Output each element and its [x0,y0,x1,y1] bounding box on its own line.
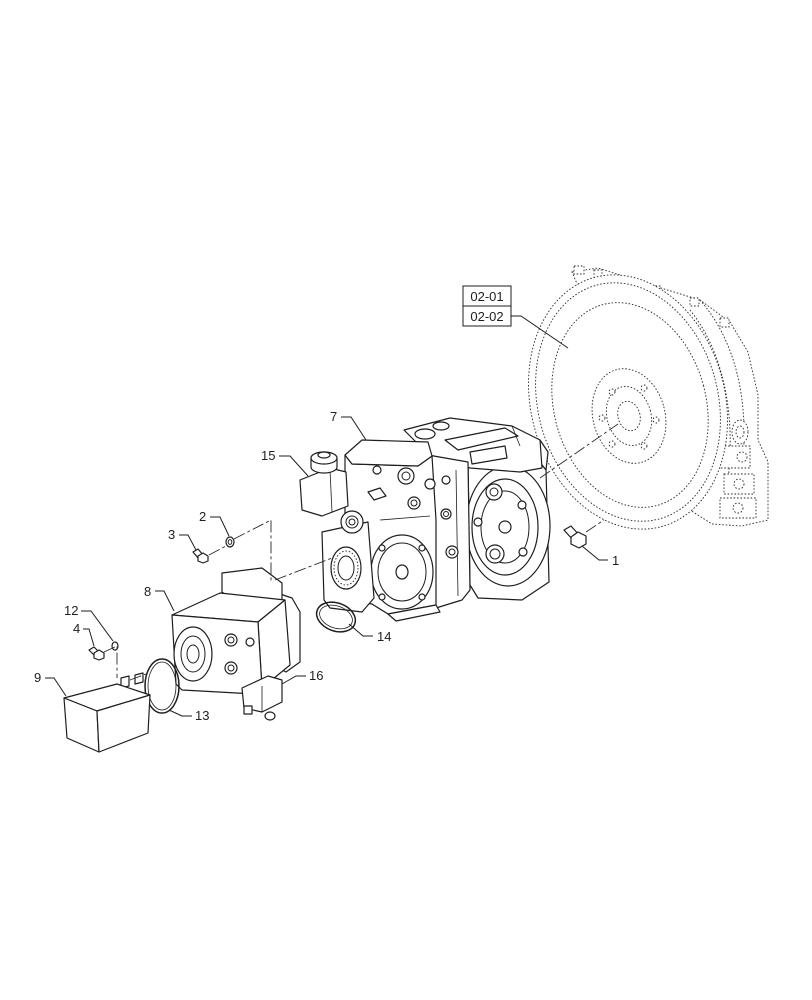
callout-label-8[interactable]: 8 [144,584,151,599]
flywheel-housing [528,265,769,530]
reference-link-top[interactable]: 02-01 [462,285,512,307]
callout-leader-4 [83,628,95,647]
callout-label-3[interactable]: 3 [168,527,175,542]
flywheel-disc [528,274,728,530]
reference-leader [511,315,569,349]
right-pump-end-cover [471,478,539,576]
callout-label-9[interactable]: 9 [34,670,41,685]
callout-leader-1 [581,545,608,561]
callout-label-14[interactable]: 14 [377,629,391,644]
left-pump-end-cover [370,534,434,610]
callout-leader-3 [179,534,197,551]
bolt-item-4 [88,646,105,661]
hydraulic-pump-assembly [321,417,551,622]
callout-leader-15 [279,455,309,477]
callout-leader-14 [348,623,373,637]
pump-item-8 [171,567,301,695]
callout-leader-2 [210,516,230,537]
callout-labels: 1 2 3 4 12 7 8 9 13 14 15 16 [34,409,619,723]
callout-leader-13 [168,709,192,717]
callout-leader-16 [281,675,306,685]
callout-leader-8 [155,590,175,612]
callout-leaders [45,315,608,717]
bolt-item-3 [192,548,209,564]
callout-label-15[interactable]: 15 [261,448,275,463]
cover-item-9 [63,672,151,753]
callout-label-2[interactable]: 2 [199,509,206,524]
callout-label-7[interactable]: 7 [330,409,337,424]
solenoid-item-16 [241,675,283,721]
reference-link-bottom[interactable]: 02-02 [462,305,512,327]
reference-link-top-label[interactable]: 02-01 [470,289,503,304]
alignment-lines [103,423,619,681]
callout-label-12[interactable]: 12 [64,603,78,618]
valve-item-15 [299,451,364,534]
callout-label-4[interactable]: 4 [73,621,80,636]
bolt-item-1 [563,525,587,549]
callout-leader-12 [81,610,114,642]
callout-label-1[interactable]: 1 [612,553,619,568]
callout-label-13[interactable]: 13 [195,708,209,723]
callout-leader-9 [45,677,67,697]
reference-link-bottom-label[interactable]: 02-02 [470,309,503,324]
washer-item-2 [225,536,235,548]
o-ring-item-13 [144,658,180,714]
o-ring-item-14 [315,601,357,633]
callout-leader-7 [341,416,367,441]
callout-label-16[interactable]: 16 [309,668,323,683]
